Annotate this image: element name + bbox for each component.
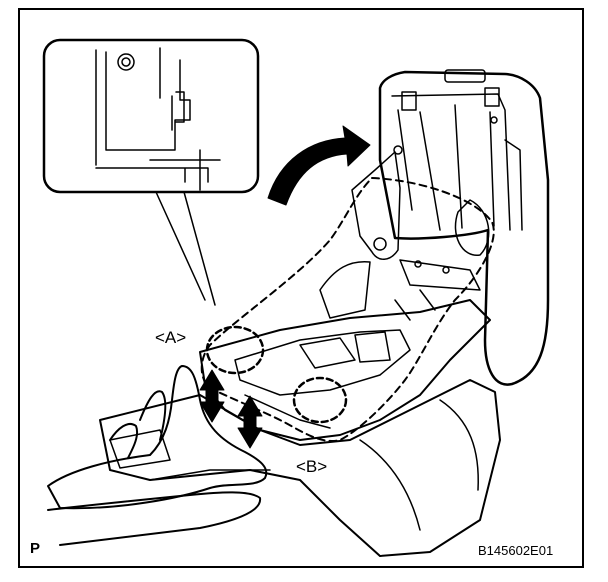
- dashed-outline: [200, 177, 495, 442]
- callout-a-label: <A>: [155, 328, 187, 347]
- clip-circle-b: [292, 376, 348, 424]
- hinge-bracket: [351, 151, 490, 321]
- illustration-frame: [18, 8, 584, 568]
- hands: [47, 365, 268, 546]
- clip-circle-a: [205, 325, 265, 375]
- lid: [378, 69, 550, 386]
- figure-code: B145602E01: [478, 543, 554, 558]
- inset-leader-lines: [155, 191, 216, 306]
- curved-arrow-icon: [267, 125, 371, 206]
- inset-detail: [42, 38, 260, 194]
- vertical-double-arrow-icon: [199, 369, 263, 449]
- callout-b-label: <B>: [296, 457, 328, 476]
- console-body: [99, 379, 501, 557]
- corner-letter: P: [30, 540, 41, 557]
